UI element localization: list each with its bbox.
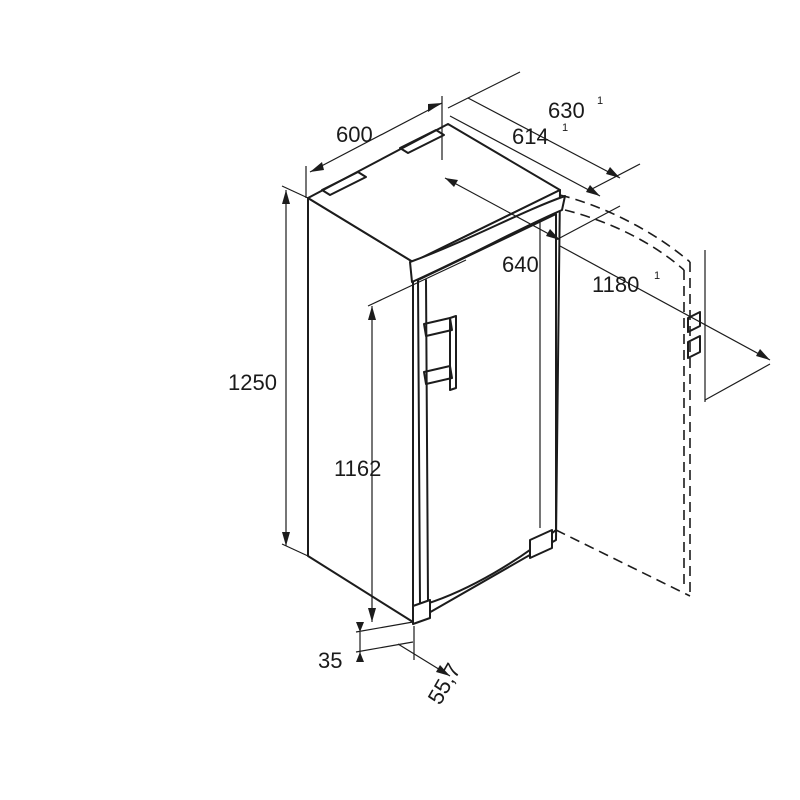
width-dim-line	[309, 102, 443, 173]
open-door-handle	[687, 311, 701, 359]
height1250-ext-bottom	[281, 543, 309, 557]
open-door-top-inner	[564, 209, 685, 271]
height1162-label: 1162	[334, 456, 381, 481]
open-door-bottom	[555, 529, 691, 597]
depth640-label: 640	[502, 252, 539, 277]
depth630-footnote: 1	[597, 95, 603, 107]
height1162-ext-top	[367, 259, 467, 307]
clearance-label: 35	[318, 648, 342, 673]
depth1180-label: 1180	[592, 272, 639, 297]
clearance-ext-bottom	[355, 641, 414, 653]
depth630-dim-line	[467, 97, 621, 179]
depth614-footnote: 1	[562, 122, 568, 134]
offset-label: 55,7	[423, 659, 466, 709]
handle-bracket-lower	[423, 365, 453, 385]
handle-bracket-upper	[423, 317, 453, 337]
depth630-ext-left	[447, 71, 521, 109]
height1250-ext-top	[281, 185, 309, 199]
height1250-label: 1250	[228, 370, 277, 395]
dimension-lines	[281, 71, 771, 677]
width-label: 600	[336, 122, 373, 147]
depth630-label: 630	[548, 98, 585, 123]
depth614-label: 614	[512, 124, 549, 149]
open-door-outline	[555, 194, 701, 597]
depth630-ext-right	[589, 163, 641, 191]
depth640-ext	[555, 205, 621, 241]
depth640-dim-line	[444, 177, 561, 241]
clearance-ext-top	[355, 621, 414, 633]
left-side-panel	[307, 197, 414, 623]
dimension-arrows	[282, 103, 770, 676]
depth1180-footnote: 1	[654, 270, 660, 282]
top-hinge-cover-left	[321, 171, 367, 196]
depth1180-dim-line	[559, 245, 771, 361]
rear-foot	[529, 529, 553, 559]
top-hinge-cover-right	[399, 129, 445, 154]
depth1180-ext	[704, 363, 771, 401]
open-door-top	[559, 194, 691, 263]
plinth	[412, 599, 431, 625]
appliance-body	[307, 123, 566, 625]
depth614-dim-line	[449, 115, 601, 197]
